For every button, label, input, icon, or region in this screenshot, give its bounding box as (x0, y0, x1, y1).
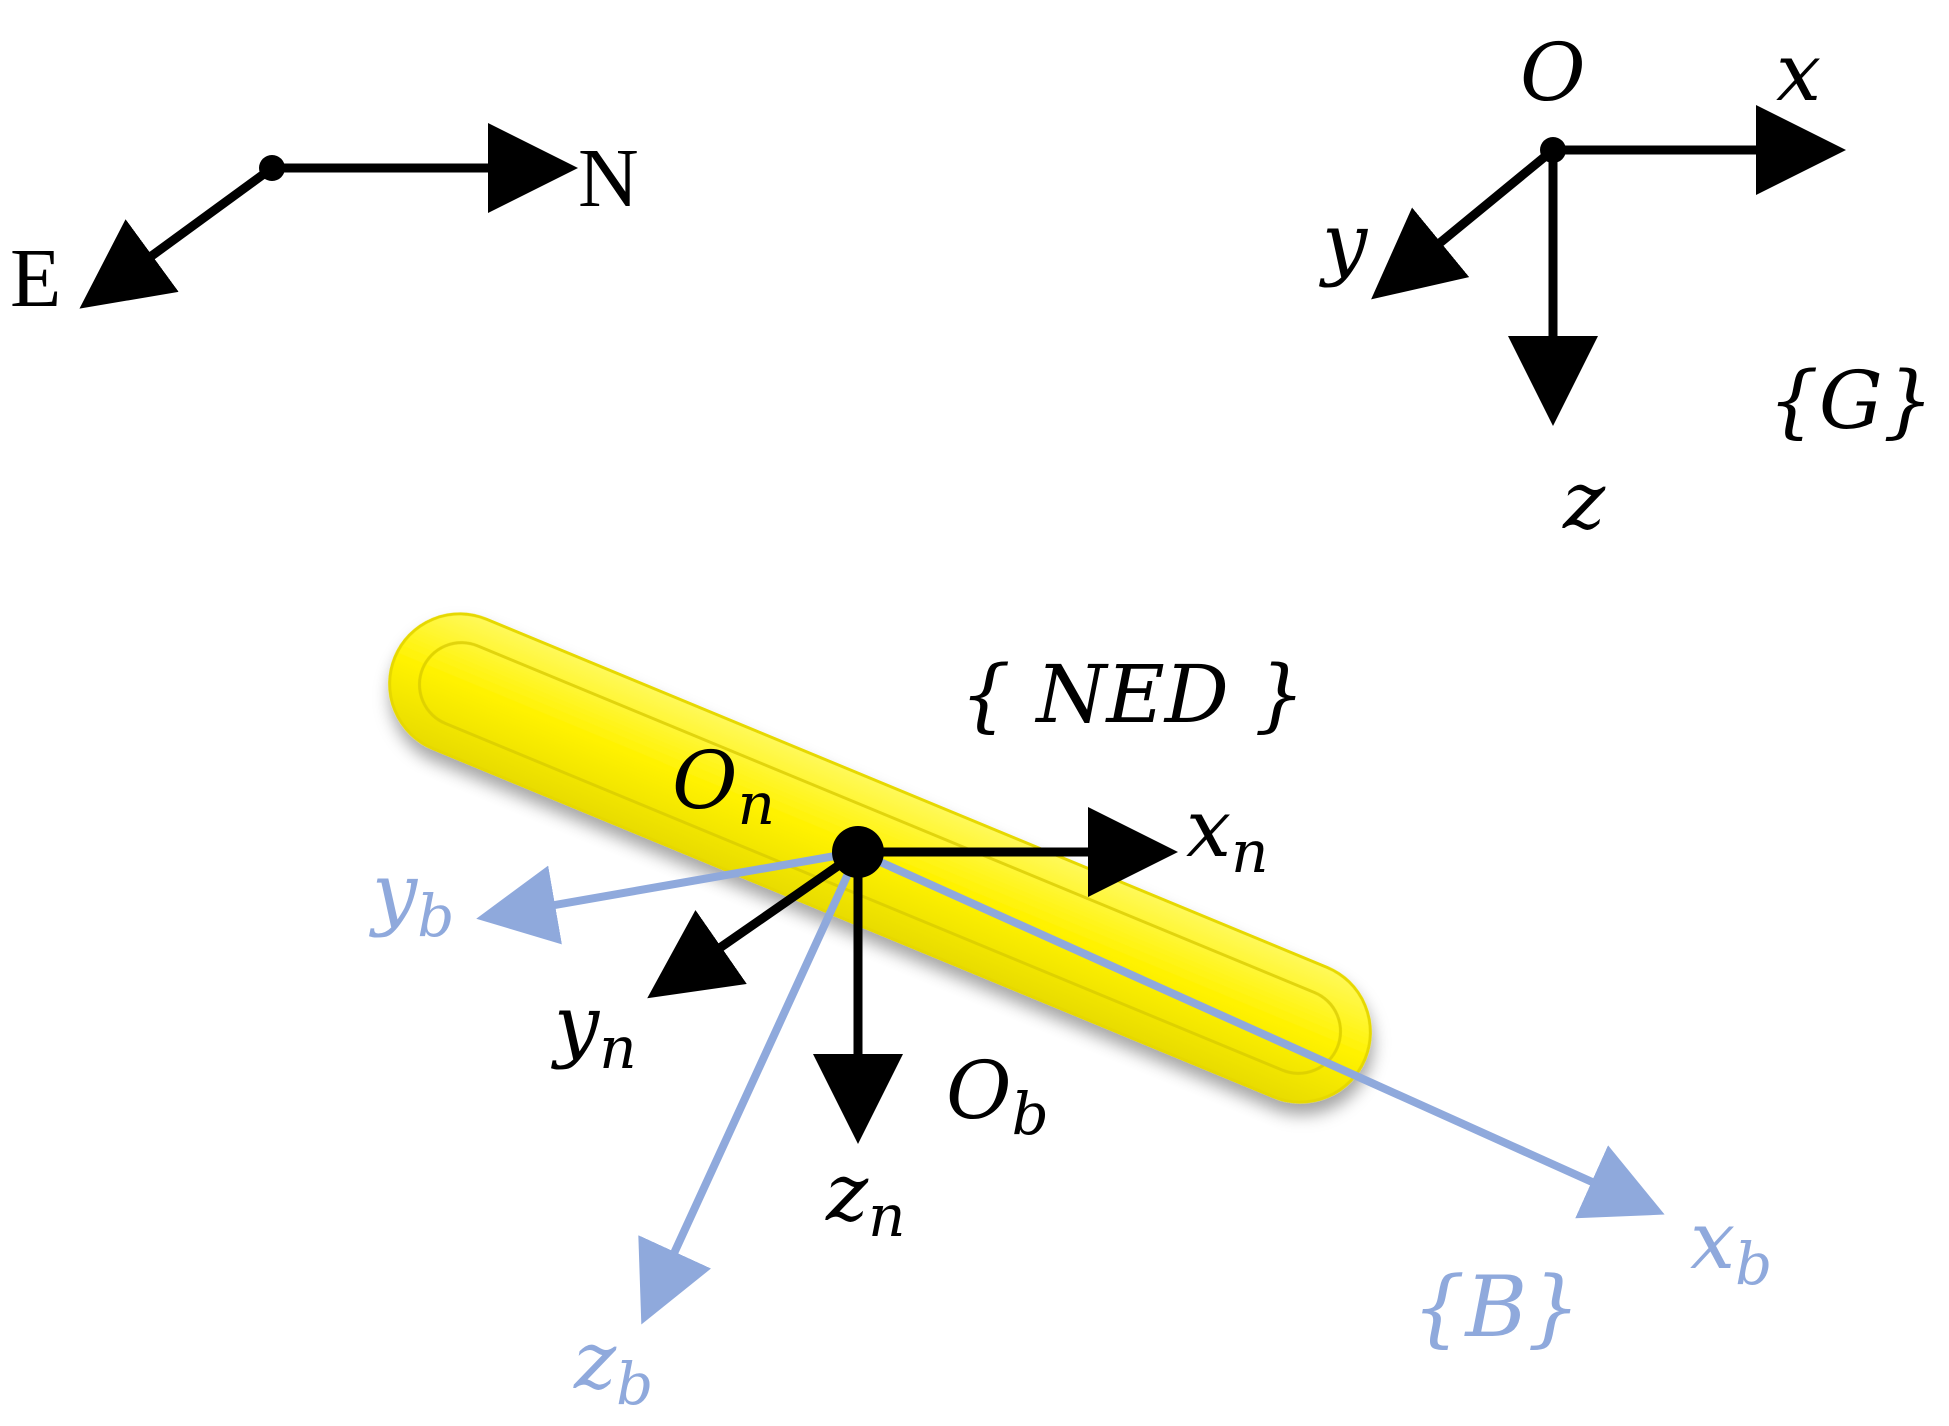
ned-y-axis (647, 848, 861, 999)
body-x-label: xb (1690, 1194, 1772, 1298)
ned-frame-name: { NED } (960, 648, 1305, 741)
north-label: N (578, 132, 639, 225)
body-y-label: yb (369, 846, 454, 950)
compass-origin-dot (259, 155, 285, 181)
ned-y-label: yn (551, 978, 637, 1082)
body-z-axis (638, 850, 862, 1325)
ned-frame (647, 807, 1178, 1144)
global-y-axis (1371, 146, 1556, 300)
body-frame-name: {B} (1412, 1258, 1581, 1356)
global-origin-label: O (1520, 26, 1586, 119)
ned-x-label: xn (1186, 782, 1268, 886)
body-z-label: zb (573, 1314, 653, 1418)
east-arrow (79, 164, 275, 309)
ned-origin-label: On (672, 734, 775, 838)
global-y-label: y (1319, 196, 1369, 289)
global-frame-name: {G} (1768, 354, 1934, 447)
global-origin-dot (1540, 137, 1566, 163)
compass: N E (10, 123, 639, 325)
body-y-axis (476, 848, 859, 945)
body-x-axis (856, 848, 1665, 1219)
global-frame: O x y z {G} (1319, 26, 1934, 547)
global-z-label: z (1562, 454, 1606, 547)
east-label: E (10, 232, 61, 325)
global-x-label: x (1776, 26, 1821, 119)
ned-origin-dot (832, 826, 884, 878)
body-frame (476, 848, 1665, 1325)
ned-z-label: zn (825, 1146, 906, 1250)
body-origin-label: Ob (946, 1044, 1049, 1148)
